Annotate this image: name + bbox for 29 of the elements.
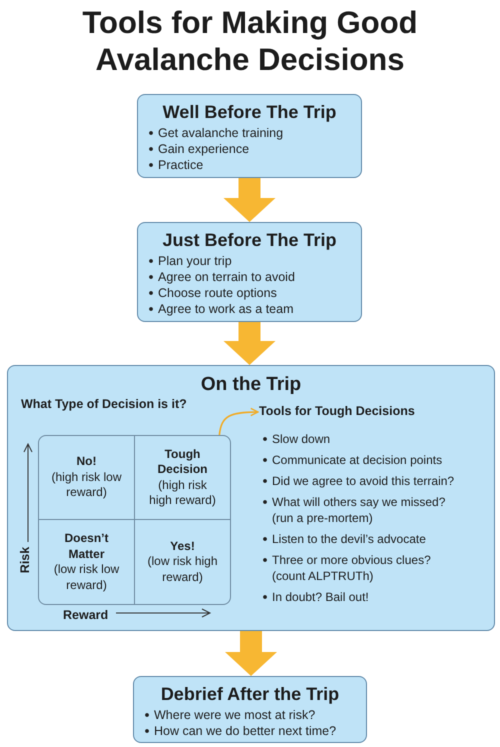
step-box	[137, 222, 362, 322]
block-arrow	[224, 322, 276, 365]
arrow	[218, 408, 259, 436]
cell-title: Tough Decision	[156, 446, 208, 478]
box-heading: Debrief After the Trip	[160, 683, 340, 705]
cell-title: Yes!	[170, 538, 195, 554]
matrix-cell	[134, 435, 231, 520]
step-box	[137, 94, 362, 178]
box-heading: On the Trip	[200, 374, 302, 396]
cell-text: (low risk low reward)	[52, 562, 120, 593]
cell-text: (high risk low reward)	[51, 470, 122, 501]
block-arrow	[225, 631, 277, 676]
block-arrow	[224, 178, 276, 222]
matrix-cell	[134, 519, 231, 605]
cell-text: (high risk high reward)	[148, 478, 217, 508]
box-heading: Just Before The Trip	[161, 229, 338, 251]
cell-title: Doesn’t Matter	[63, 531, 110, 562]
matrix-cell	[38, 435, 135, 520]
title: Tools for Making Good Avalanche Decisions	[81, 4, 419, 78]
step-box	[133, 676, 367, 743]
section-heading: What Type of Decision is it?	[21, 396, 187, 412]
section-panel	[7, 365, 495, 631]
axis-label: Risk	[17, 546, 34, 574]
list-heading: Tools for Tough Decisions	[259, 403, 416, 419]
box-heading: Well Before The Trip	[162, 101, 338, 123]
matrix-cell	[38, 519, 135, 605]
cell-text: (low risk high reward)	[147, 554, 218, 586]
cell-title: No!	[76, 454, 96, 470]
axis-label: Reward	[63, 607, 108, 623]
